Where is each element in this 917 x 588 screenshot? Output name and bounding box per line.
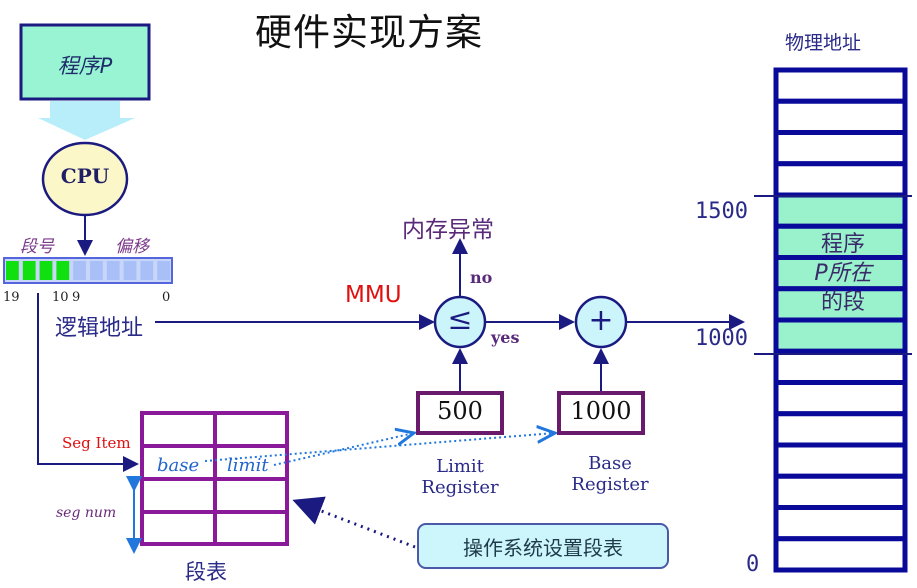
limit-to-register-dotted: [273, 433, 414, 466]
base-register-box: [557, 391, 645, 435]
seg-item-label: Seg Item: [62, 434, 131, 452]
page-title: 硬件实现方案: [255, 11, 483, 54]
os-sets-segment-table-note: 操作系统设置段表: [417, 523, 669, 569]
yes-label: yes: [491, 328, 520, 347]
memory-slot: [773, 98, 908, 135]
program-box: [19, 23, 151, 101]
memory-slot: [773, 348, 908, 385]
memory-slot-segment: [773, 223, 908, 260]
offset-field-label: 偏移: [115, 237, 149, 257]
segment-bit: [22, 261, 36, 280]
limit-caption-line1: Limit: [436, 456, 484, 477]
physical-memory: [773, 67, 908, 573]
no-label: no: [470, 268, 493, 287]
base-register-value: 1000: [570, 397, 632, 425]
os-to-table-dotted: [292, 496, 416, 549]
segment-bit: [6, 261, 19, 280]
cpu-circle: [41, 141, 129, 217]
offset-bit: [157, 261, 170, 280]
address-0: 0: [746, 552, 760, 577]
logical-address-register: [3, 257, 173, 284]
memory-exception-label: 内存异常: [402, 217, 494, 243]
segment-to-table-line: [37, 293, 139, 472]
offset-bit: [90, 261, 103, 280]
address-1000: 1000: [695, 326, 748, 351]
segment-table-base-cell: base: [157, 455, 200, 476]
offset-bit: [123, 261, 137, 280]
segment-bit: [56, 261, 70, 280]
address-1500: 1500: [695, 199, 748, 224]
seg-num-label: seg num: [56, 505, 117, 521]
memory-slot: [773, 130, 908, 167]
bit-label-19: 19: [3, 290, 20, 305]
compare-symbol: ≤: [447, 302, 473, 337]
base-caption-line2: Register: [571, 474, 649, 495]
logical-address-label: 逻辑地址: [55, 316, 144, 341]
program-to-cpu-arrow: [38, 101, 135, 140]
cpu-label: CPU: [60, 164, 110, 188]
segment-bit: [39, 261, 53, 280]
memory-slot: [773, 442, 908, 479]
segment-table-grid: [140, 411, 289, 546]
base-caption-line1: Base: [588, 453, 632, 474]
memory-slot: [773, 161, 908, 198]
segment-label-line2: P所在: [814, 261, 872, 286]
offset-bit: [106, 261, 120, 280]
bit-label-10: 10: [52, 290, 69, 305]
mmu-label: MMU: [345, 282, 402, 308]
limit-register-box: [416, 391, 504, 435]
adder-symbol: +: [588, 303, 614, 338]
limit-register-value: 500: [437, 397, 483, 425]
segment-table-caption: 段表: [185, 560, 227, 584]
offset-bit: [73, 261, 86, 280]
memory-slot: [773, 67, 908, 104]
program-segment-label: 程序 P所在 的段: [783, 230, 903, 317]
memory-slot: [773, 380, 908, 417]
program-label: 程序P: [57, 54, 113, 78]
limit-caption-line2: Register: [421, 477, 499, 498]
bit-label-9: 9: [72, 290, 81, 305]
segment-label-line1: 程序: [820, 232, 865, 257]
segment-table-limit-cell: limit: [227, 455, 269, 476]
memory-slot-segment: [773, 317, 908, 354]
memory-slot: [773, 505, 908, 542]
offset-bit: [140, 261, 154, 280]
physical-address-title: 物理地址: [785, 32, 862, 54]
memory-slot: [773, 473, 908, 510]
limit-register-caption: Limit Register: [410, 456, 510, 498]
memory-slot: [773, 411, 908, 448]
memory-slot-segment: [773, 192, 908, 229]
base-to-register-dotted: [204, 433, 555, 462]
segment-label-line3: 的段: [820, 290, 865, 315]
segment-field-label: 段号: [20, 237, 54, 257]
memory-slot: [773, 536, 908, 573]
bit-label-0: 0: [162, 290, 171, 305]
base-register-caption: Base Register: [560, 453, 660, 495]
